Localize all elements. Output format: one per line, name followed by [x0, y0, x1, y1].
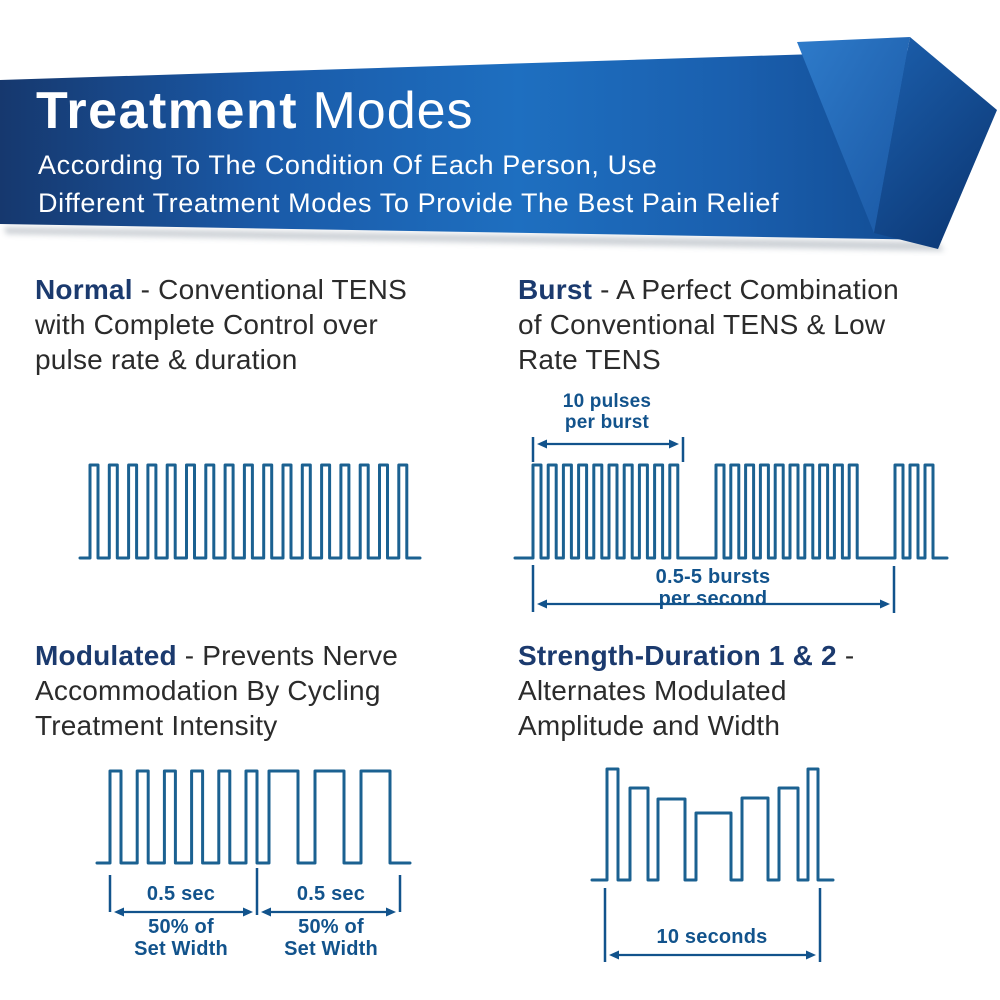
- burst-top-label-line1: 10 pulses: [562, 391, 652, 412]
- strength-seconds-label: 10 seconds: [656, 926, 768, 948]
- mode-normal-desc-1: - Conventional TENS: [132, 274, 407, 305]
- banner-shadow: [4, 227, 944, 251]
- page-title: Treatment Modes: [36, 84, 474, 138]
- mode-normal-desc-3: pulse rate & duration: [35, 344, 298, 375]
- mode-strength-name: Strength-Duration 1 & 2: [518, 640, 837, 671]
- measure-arrowhead-right-1: [880, 599, 890, 609]
- modulated-left-sec-label: 0.5 sec: [146, 883, 216, 905]
- measure-arrowhead-right-4: [806, 950, 816, 960]
- mode-modulated-desc-3: Treatment Intensity: [35, 710, 278, 741]
- mode-normal-desc-2: with Complete Control over: [35, 309, 378, 340]
- modulated-right-width-line2: Set Width: [284, 938, 378, 960]
- modulated-waveform: [95, 769, 412, 865]
- mode-modulated-desc-2: Accommodation By Cycling: [35, 675, 381, 706]
- banner-body: [0, 51, 942, 240]
- mode-strength-desc-1: -: [836, 640, 855, 671]
- burst-waveform: [513, 463, 949, 560]
- measure-arrowhead-left-4: [609, 950, 619, 960]
- measure-arrowhead-right-0: [669, 439, 679, 449]
- ribbon-arrowhead: [874, 37, 997, 249]
- modulated-right-width-line1: 50% of: [298, 916, 364, 938]
- modulated-left-width-line1: 50% of: [148, 916, 214, 938]
- measure-arrowhead-left-1: [537, 599, 547, 609]
- mode-modulated-name: Modulated: [35, 640, 177, 671]
- banner-ribbon: [0, 37, 997, 251]
- subtitle-line-2: Different Treatment Modes To Provide The…: [38, 188, 780, 218]
- mode-burst-desc-1: - A Perfect Combination: [592, 274, 899, 305]
- mode-burst-name: Burst: [518, 274, 593, 305]
- mode-strength-desc-3: Amplitude and Width: [518, 710, 781, 741]
- measure-arrowhead-left-0: [537, 439, 547, 449]
- normal-waveform: [78, 463, 422, 560]
- burst-top-label-line2: per burst: [564, 412, 650, 433]
- mode-burst-text: Burst - A Perfect Combination of Conventi…: [518, 272, 899, 377]
- mode-modulated-desc-1: - Prevents Nerve: [176, 640, 399, 671]
- mode-burst-desc-2: of Conventional TENS & Low: [518, 309, 886, 340]
- burst-bottom-label-line2: per second: [658, 588, 768, 610]
- ribbon-fold: [797, 37, 910, 233]
- strength-duration-waveform: [590, 767, 835, 882]
- mode-normal-name: Normal: [35, 274, 133, 305]
- modulated-left-width-line2: Set Width: [134, 938, 228, 960]
- modulated-right-sec-label: 0.5 sec: [296, 883, 366, 905]
- burst-bottom-label-line1: 0.5-5 bursts: [655, 566, 771, 588]
- subtitle-line-1: According To The Condition Of Each Perso…: [38, 150, 658, 180]
- mode-normal-text: Normal - Conventional TENS with Complete …: [35, 272, 407, 377]
- mode-burst-desc-3: Rate TENS: [518, 344, 661, 375]
- mode-strength-text: Strength-Duration 1 & 2 - Alternates Modu…: [518, 638, 854, 743]
- page-title-bold: Treatment: [36, 82, 299, 140]
- page-title-light: Modes: [312, 82, 474, 140]
- mode-strength-desc-2: Alternates Modulated: [518, 675, 787, 706]
